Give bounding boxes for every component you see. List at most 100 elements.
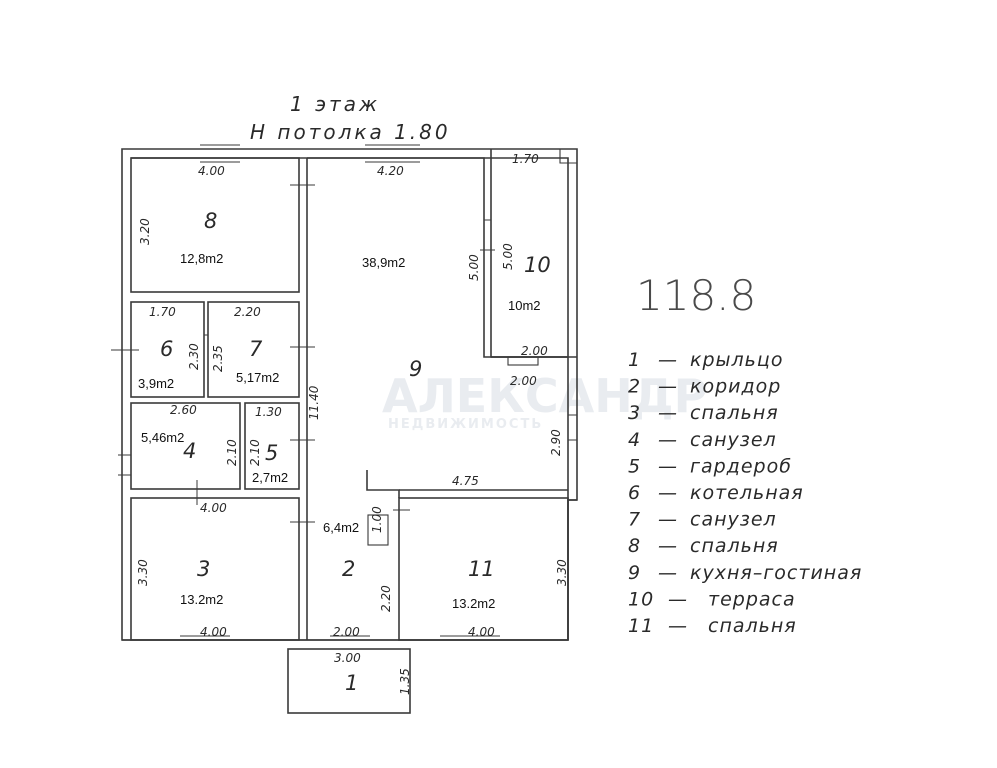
room-7-number: 7 <box>249 337 263 361</box>
room-10-area: 10m2 <box>508 298 541 313</box>
legend-number: 6 <box>628 482 641 504</box>
room-5-outline <box>244 402 300 490</box>
room-9-area: 38,9m2 <box>362 255 405 270</box>
legend-number: 7 <box>628 509 641 531</box>
room-3-number: 3 <box>197 557 210 581</box>
dim-11-height: 3.30 <box>555 559 569 586</box>
legend-row-3: 3 — спальня <box>628 402 779 424</box>
floor-title: 1 этаж <box>290 92 380 116</box>
dim-3-bottom: 4.00 <box>200 625 227 639</box>
legend-room-name: спальня <box>690 402 779 424</box>
room-5-number: 5 <box>265 441 278 465</box>
legend-row-2: 2—коридор <box>628 376 781 398</box>
room-2-number: 2 <box>342 557 355 581</box>
dim-6-width: 1.70 <box>149 305 176 319</box>
window-terrace <box>507 356 539 366</box>
legend-number: 2 <box>628 376 641 398</box>
dim-10-width: 1.70 <box>512 152 539 166</box>
legend-number: 1 <box>628 349 641 371</box>
room-4-area: 5,46m2 <box>141 430 184 445</box>
legend-room-name: кухня–гостиная <box>690 562 862 584</box>
dim-5-height: 2.10 <box>248 439 262 466</box>
room-9-number: 9 <box>409 357 422 381</box>
room-11-number: 11 <box>468 557 495 581</box>
room-4-outline <box>130 402 241 490</box>
watermark: АЛЕКСАНДР НЕДВИЖИМОСТЬ <box>382 369 707 432</box>
dim-1-height: 1.35 <box>398 668 412 695</box>
legend-row-6: 6 — котельная <box>628 482 804 504</box>
legend-number: 8 <box>628 535 641 557</box>
legend-dash: — <box>658 562 678 584</box>
ceiling-height: Н потолка 1.80 <box>250 120 451 144</box>
legend-room-name: санузел <box>690 429 777 451</box>
legend-room-name: санузел <box>690 509 777 531</box>
room-3-outline <box>130 497 300 641</box>
terrace-post <box>559 149 577 164</box>
legend-dash: — <box>658 349 678 371</box>
legend-number: 9 <box>628 562 641 584</box>
legend-dash: — <box>658 429 678 451</box>
legend-dash: — <box>658 376 678 398</box>
legend-row-5: 5 — гардероб <box>628 455 792 477</box>
legend-row-9: 9 — кухня–гостиная <box>628 562 862 584</box>
dim-7-width: 2.20 <box>234 305 261 319</box>
dim-6-height: 2.30 <box>187 343 201 370</box>
legend-row-8: 8 — спальня <box>628 535 779 557</box>
room-7-area: 5,17m2 <box>236 370 279 385</box>
room-legend: 1—крыльцо2—коридор3—спальня4—санузел5—га… <box>628 349 862 637</box>
dim-2-width: 2.00 <box>333 625 360 639</box>
total-area: 118.8 <box>636 271 756 320</box>
dim-10-height: 5.00 <box>501 243 515 270</box>
dim-corridor-length: 11.40 <box>307 385 321 420</box>
dim-3-height: 3.30 <box>136 559 150 586</box>
dim-4-width: 2.60 <box>170 403 197 417</box>
legend-dash: — <box>668 588 688 610</box>
room-2-area: 6,4m2 <box>323 520 359 535</box>
dim-9-width: 4.20 <box>377 164 404 178</box>
legend-room-name: терраса <box>708 588 796 610</box>
room-11-outline <box>398 497 569 641</box>
room-3-area: 13.2m2 <box>180 592 223 607</box>
legend-number: 11 <box>628 615 654 637</box>
legend-number: 3 <box>628 402 641 424</box>
legend-dash: — <box>658 455 678 477</box>
room-5-area: 2,7m2 <box>252 470 288 485</box>
legend-dash: — <box>658 482 678 504</box>
dim-9-side: 2.90 <box>549 429 563 456</box>
room-8-number: 8 <box>204 209 217 233</box>
legend-dash: — <box>658 535 678 557</box>
legend-dash: — <box>658 402 678 424</box>
legend-number: 10 <box>628 588 654 610</box>
legend-row-11: 11 — спальня <box>628 615 797 637</box>
legend-room-name: гардероб <box>690 455 792 477</box>
watermark-sub: НЕДВИЖИМОСТЬ <box>388 417 543 432</box>
legend-room-name: крыльцо <box>690 349 783 371</box>
legend-row-1: 1 — крыльцо <box>628 349 783 371</box>
watermark-brand: АЛЕКСАНДР <box>382 369 707 423</box>
legend-number: 5 <box>628 455 641 477</box>
room-6-area: 3,9m2 <box>138 376 174 391</box>
dim-9-lower-top: 2.00 <box>521 344 548 358</box>
legend-row-4: 4 — санузел <box>628 429 777 451</box>
dim-4-height: 2.10 <box>225 439 239 466</box>
legend-room-name: спальня <box>690 535 779 557</box>
room-9-lower-wall <box>366 470 400 498</box>
dim-2-height: 2.20 <box>379 585 393 612</box>
room-7-outline <box>207 301 300 398</box>
legend-dash: — <box>658 509 678 531</box>
legend-number: 4 <box>628 429 641 451</box>
legend-dash: — <box>668 615 688 637</box>
legend-room-name: котельная <box>690 482 804 504</box>
dim-11-width: 4.00 <box>468 625 495 639</box>
legend-row-7: 7 — санузел <box>628 509 777 531</box>
wall-ticks <box>111 144 577 637</box>
room-8-outline <box>130 157 300 293</box>
door-corridor <box>367 514 389 546</box>
legend-room-name: спальня <box>708 615 797 637</box>
dim-9-height: 5.00 <box>467 254 481 281</box>
legend-row-10: 10 — терраса <box>628 588 796 610</box>
dim-door: 1.00 <box>370 506 384 533</box>
dim-8-height: 3.20 <box>138 218 152 245</box>
room-10-number: 10 <box>524 253 551 277</box>
